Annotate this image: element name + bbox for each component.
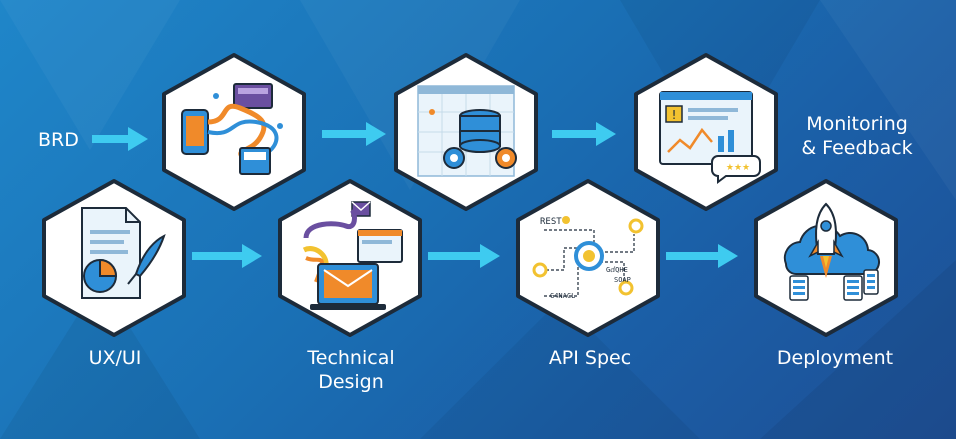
api-label-soap: SOAP [614, 276, 631, 284]
hex-monitoring: ! ★★★ [632, 52, 780, 212]
hex-deployment [752, 178, 900, 338]
hex-database [392, 52, 540, 212]
dashboard-monitor-icon: ! ★★★ [659, 91, 761, 184]
api-label-graphql-b: G4NACL [550, 292, 575, 300]
arrow-top-1 [322, 122, 386, 146]
label-monitoring: Monitoring & Feedback [792, 112, 922, 160]
hex-ux-ui [40, 178, 188, 338]
label-deployment: Deployment [776, 347, 894, 369]
label-monitoring-line2: & Feedback [801, 137, 913, 159]
document-pen-icon [81, 207, 166, 299]
label-brd: BRD [38, 129, 79, 151]
design-screens-icon [302, 201, 403, 310]
label-technical-design: Technical Design [296, 346, 406, 394]
svg-text:★★★: ★★★ [726, 163, 750, 173]
arrow-brd-to-flow [92, 127, 148, 151]
api-network-icon: REST GⅆQHE SOAP G4NACL [532, 216, 644, 300]
label-monitoring-line1: Monitoring [806, 113, 908, 135]
label-technical-design-line1: Technical [307, 347, 395, 369]
svg-text:!: ! [672, 108, 677, 122]
arrow-top-2 [552, 122, 616, 146]
arrow-bottom-3 [666, 244, 738, 268]
api-label-rest: REST [540, 217, 562, 227]
hex-devices-flow [160, 52, 308, 212]
database-gears-icon [417, 85, 517, 177]
label-technical-design-line2: Design [318, 371, 384, 393]
cloud-rocket-icon [783, 202, 880, 301]
hex-technical-design [276, 178, 424, 338]
label-ux-ui: UX/UI [88, 347, 142, 369]
devices-flow-icon [181, 83, 283, 175]
label-api-spec: API Spec [548, 347, 632, 369]
api-label-graphql-a: GⅆQHE [606, 266, 628, 274]
hex-api-spec: REST GⅆQHE SOAP G4NACL [514, 178, 662, 338]
arrow-bottom-1 [192, 244, 262, 268]
arrow-bottom-2 [428, 244, 500, 268]
